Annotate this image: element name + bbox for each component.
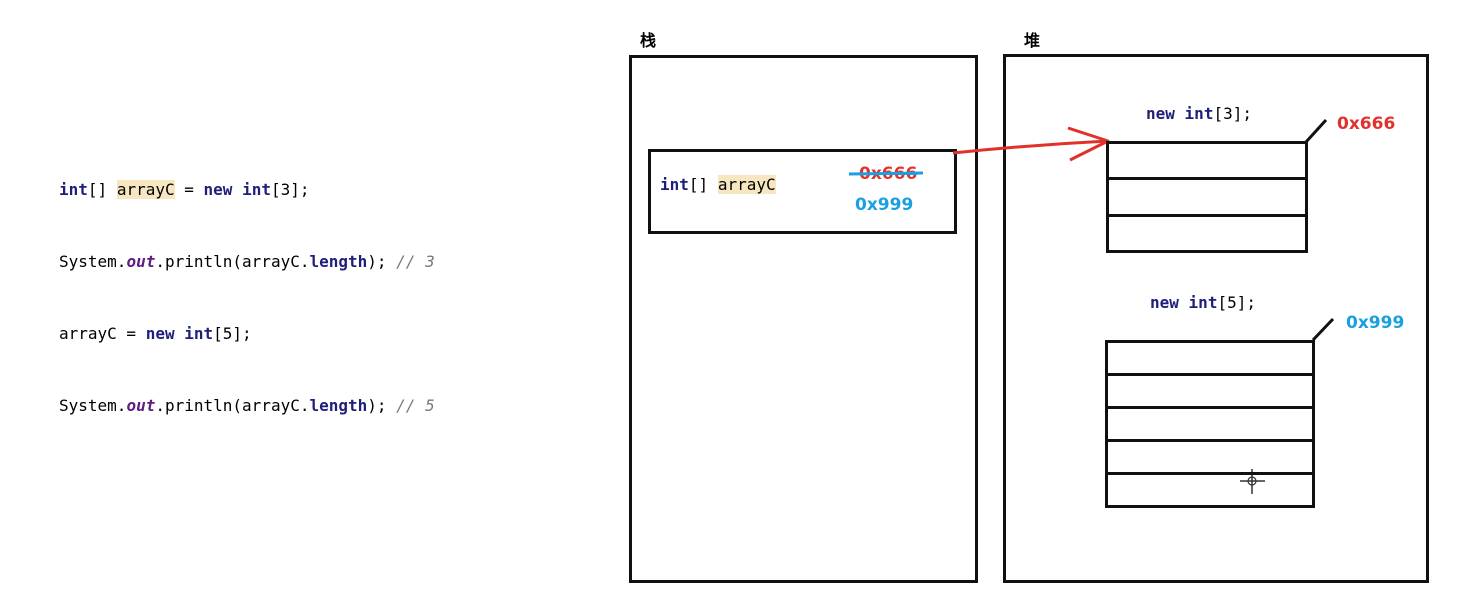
code-line-1: int[] arrayC = new int[3];: [59, 178, 435, 202]
code-text: );: [367, 252, 397, 271]
field-length: length: [309, 396, 368, 415]
keyword-int: int: [1184, 104, 1214, 123]
code-text: []: [87, 180, 117, 199]
code-text: System.: [59, 252, 127, 271]
heap-box: [1003, 54, 1429, 583]
code-text: arrayC =: [59, 324, 146, 343]
code-text: [232, 180, 242, 199]
keyword-int: int: [59, 180, 88, 199]
array-cell: [1105, 406, 1315, 442]
stack-box: [629, 55, 978, 583]
old-address-struck: 0x666: [859, 164, 918, 184]
array-cell: [1106, 213, 1308, 253]
heap-array2-label: new int[5];: [1150, 293, 1256, 312]
type-suffix: []: [688, 175, 718, 194]
keyword-new: new: [145, 324, 175, 343]
code-text: .println(arrayC.: [155, 396, 310, 415]
code-line-4: System.out.println(arrayC.length); // 5: [59, 394, 435, 418]
static-field-out: out: [126, 396, 156, 415]
array-size-suffix: [5];: [1217, 293, 1256, 312]
keyword-int: int: [242, 180, 271, 199]
keyword-new: new: [203, 180, 233, 199]
new-address: 0x999: [855, 195, 914, 215]
keyword-int: int: [660, 175, 689, 194]
variable-arrayC: arrayC: [717, 175, 776, 194]
code-text: [5];: [213, 324, 252, 343]
array-cell: [1106, 177, 1308, 217]
keyword-new: new: [1150, 293, 1179, 312]
array-cell: [1105, 439, 1315, 475]
heap-array2-address: 0x999: [1346, 313, 1405, 333]
heap-array1-label: new int[3];: [1146, 104, 1252, 123]
stack-frame-arrayC: [648, 149, 957, 234]
code-text: .println(arrayC.: [155, 252, 310, 271]
code-text: );: [367, 396, 397, 415]
array-cell: [1105, 340, 1315, 376]
stack-label: 栈: [640, 31, 657, 50]
code-comment: // 5: [396, 396, 435, 415]
static-field-out: out: [126, 252, 156, 271]
keyword-int: int: [184, 324, 214, 343]
code-comment: // 3: [396, 252, 435, 271]
code-line-2: System.out.println(arrayC.length); // 3: [59, 250, 435, 274]
heap-array1-address: 0x666: [1337, 114, 1396, 134]
code-text: System.: [59, 396, 127, 415]
code-snippet: int[] arrayC = new int[3]; System.out.pr…: [59, 130, 435, 442]
keyword-int: int: [1188, 293, 1218, 312]
heap-label: 堆: [1024, 31, 1041, 50]
keyword-new: new: [1146, 104, 1175, 123]
field-length: length: [309, 252, 368, 271]
code-text: =: [174, 180, 204, 199]
code-text: [175, 324, 185, 343]
array-cell: [1106, 141, 1308, 181]
array-cell: [1105, 472, 1315, 508]
code-text: [3];: [270, 180, 310, 199]
array-size-suffix: [3];: [1213, 104, 1252, 123]
variable-arrayC: arrayC: [116, 180, 175, 199]
code-line-3: arrayC = new int[5];: [59, 322, 435, 346]
array-cell: [1105, 373, 1315, 409]
stack-variable: int[] arrayC: [660, 175, 776, 194]
